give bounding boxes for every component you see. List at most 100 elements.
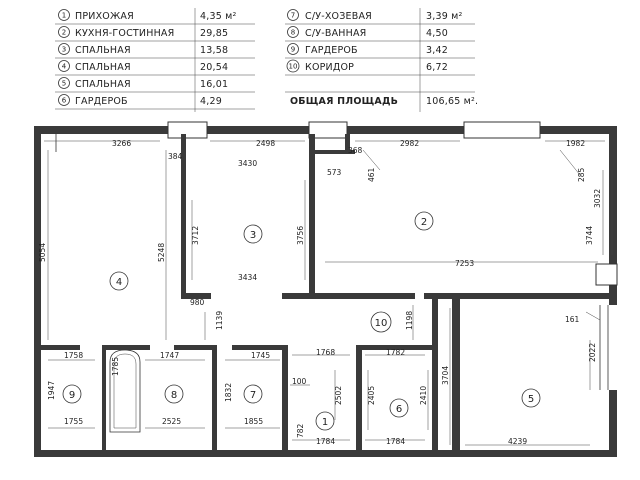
dimension-label: 573	[327, 168, 342, 177]
room-marker-10: 10	[370, 311, 392, 333]
legend-item-10: 10 КОРИДОР 6,72	[286, 59, 448, 73]
windows	[55, 121, 618, 390]
legend-area: 3,39 м²	[426, 11, 463, 22]
dimension-label: 3756	[296, 226, 305, 245]
legend-area: 4,29	[200, 96, 222, 107]
dimension-label: 384	[168, 152, 183, 161]
dimension-label: 3744	[585, 226, 594, 245]
dimension-label: 1198	[405, 311, 414, 330]
dimension-label: 1768	[316, 348, 335, 357]
legend-left	[55, 8, 255, 112]
legend-num: 5	[62, 80, 66, 88]
dimension-label: 1139	[215, 311, 224, 330]
legend-num: 9	[291, 46, 295, 54]
legend-item-1: 1 ПРИХОЖАЯ 4,35 м²	[58, 9, 237, 22]
legend-num: 10	[289, 63, 298, 71]
dimension-label: 1755	[64, 417, 83, 426]
legend-area: 4,35 м²	[200, 11, 237, 22]
dimension-label: 100	[292, 377, 307, 386]
room-marker-8: 8	[164, 384, 184, 404]
legend-area: 13,58	[200, 45, 228, 56]
dimension-label: 7253	[455, 259, 474, 268]
dimension-label: 461	[367, 167, 376, 182]
legend-num: 1	[62, 12, 66, 20]
legend-name: СПАЛЬНАЯ	[75, 62, 131, 73]
room-number: 4	[116, 277, 122, 288]
dimension-label: 5054	[38, 243, 47, 262]
bathtub	[109, 349, 141, 433]
room-markers: 1 2 3 4 5 6 7	[62, 211, 541, 431]
dimension-label: 3430	[238, 159, 257, 168]
window	[167, 121, 208, 139]
legend-total: ОБЩАЯ ПЛОЩАДЬ 106,65 м².	[290, 96, 478, 107]
room-number: 9	[69, 390, 75, 401]
dimension-label: 1758	[64, 351, 83, 360]
dimension-label: 2525	[162, 417, 181, 426]
dimension-label: 2502	[334, 386, 343, 405]
legend-num: 8	[291, 29, 295, 37]
dimension-label: 5248	[157, 243, 166, 262]
legend-num: 4	[62, 63, 67, 71]
dimension-label: 2405	[367, 386, 376, 405]
legend-right	[285, 8, 475, 112]
dimension-label: 3032	[593, 189, 602, 208]
dimension-label: 3266	[112, 139, 131, 148]
room-marker-6: 6	[389, 398, 409, 418]
dimension-label: 2498	[256, 139, 275, 148]
legend-area: 4,50	[426, 28, 448, 39]
total-area-value: 106,65 м².	[426, 96, 478, 107]
legend-area: 3,42	[426, 45, 448, 56]
dimension-label: 368	[348, 146, 363, 155]
legend-item-9: 9 ГАРДЕРОБ 3,42	[287, 43, 448, 56]
legend-num: 2	[62, 29, 66, 37]
window	[308, 121, 348, 139]
legend-item-2: 2 КУХНЯ-ГОСТИННАЯ 29,85	[58, 26, 228, 39]
dimension-label: 4239	[508, 437, 527, 446]
dimension-label: 980	[190, 298, 205, 307]
dimension-label: 1947	[47, 381, 56, 400]
window	[463, 121, 541, 139]
dimension-label: 1982	[566, 139, 585, 148]
legend-name: СПАЛЬНАЯ	[75, 45, 131, 56]
legend-area: 16,01	[200, 79, 228, 90]
total-area-label: ОБЩАЯ ПЛОЩАДЬ	[290, 96, 398, 107]
dimension-label: 1784	[386, 437, 405, 446]
dimension-label: 1745	[251, 351, 270, 360]
room-number: 10	[375, 318, 388, 329]
legend-name: С/У-ХОЗЕВАЯ	[305, 11, 372, 22]
dimension-label: 3704	[441, 366, 450, 385]
legend-name: ГАРДЕРОБ	[75, 96, 128, 107]
dimension-label: 2022	[588, 343, 597, 362]
room-marker-9: 9	[62, 384, 82, 404]
legend-name: ГАРДЕРОБ	[305, 45, 358, 56]
legend-area: 6,72	[426, 62, 448, 73]
dimension-label: 3434	[238, 273, 257, 282]
exterior-walls	[34, 126, 617, 457]
plan-drawing: 1 2 3 4 5 6 7	[34, 121, 618, 457]
dimension-label: 1784	[316, 437, 335, 446]
interior-walls	[40, 134, 617, 455]
room-number: 3	[250, 230, 256, 241]
legend-item-8: 8 С/У-ВАННАЯ 4,50	[287, 26, 448, 39]
dimension-label: 1782	[386, 348, 405, 357]
dimension-label: 1785	[111, 357, 120, 376]
window	[595, 263, 618, 286]
dimension-label: 3712	[191, 226, 200, 245]
legend-num: 3	[62, 46, 66, 54]
room-number: 6	[396, 404, 402, 415]
legend-item-4: 4 СПАЛЬНАЯ 20,54	[58, 60, 228, 73]
dimension-label: 2410	[419, 386, 428, 405]
legend-area: 20,54	[200, 62, 228, 73]
room-marker-7: 7	[243, 384, 263, 404]
room-marker-2: 2	[414, 211, 434, 231]
dimension-labels: 3266 384 2498 3430 368 573 461 2982 1982…	[38, 139, 602, 446]
dimension-label: 782	[296, 423, 305, 438]
room-marker-1: 1	[315, 411, 335, 431]
room-number: 1	[322, 417, 328, 428]
dimension-label: 1832	[224, 383, 233, 402]
legend-num: 7	[291, 12, 295, 20]
legend-area: 29,85	[200, 28, 228, 39]
room-marker-4: 4	[109, 271, 129, 291]
legend-item-3: 3 СПАЛЬНАЯ 13,58	[58, 43, 228, 56]
